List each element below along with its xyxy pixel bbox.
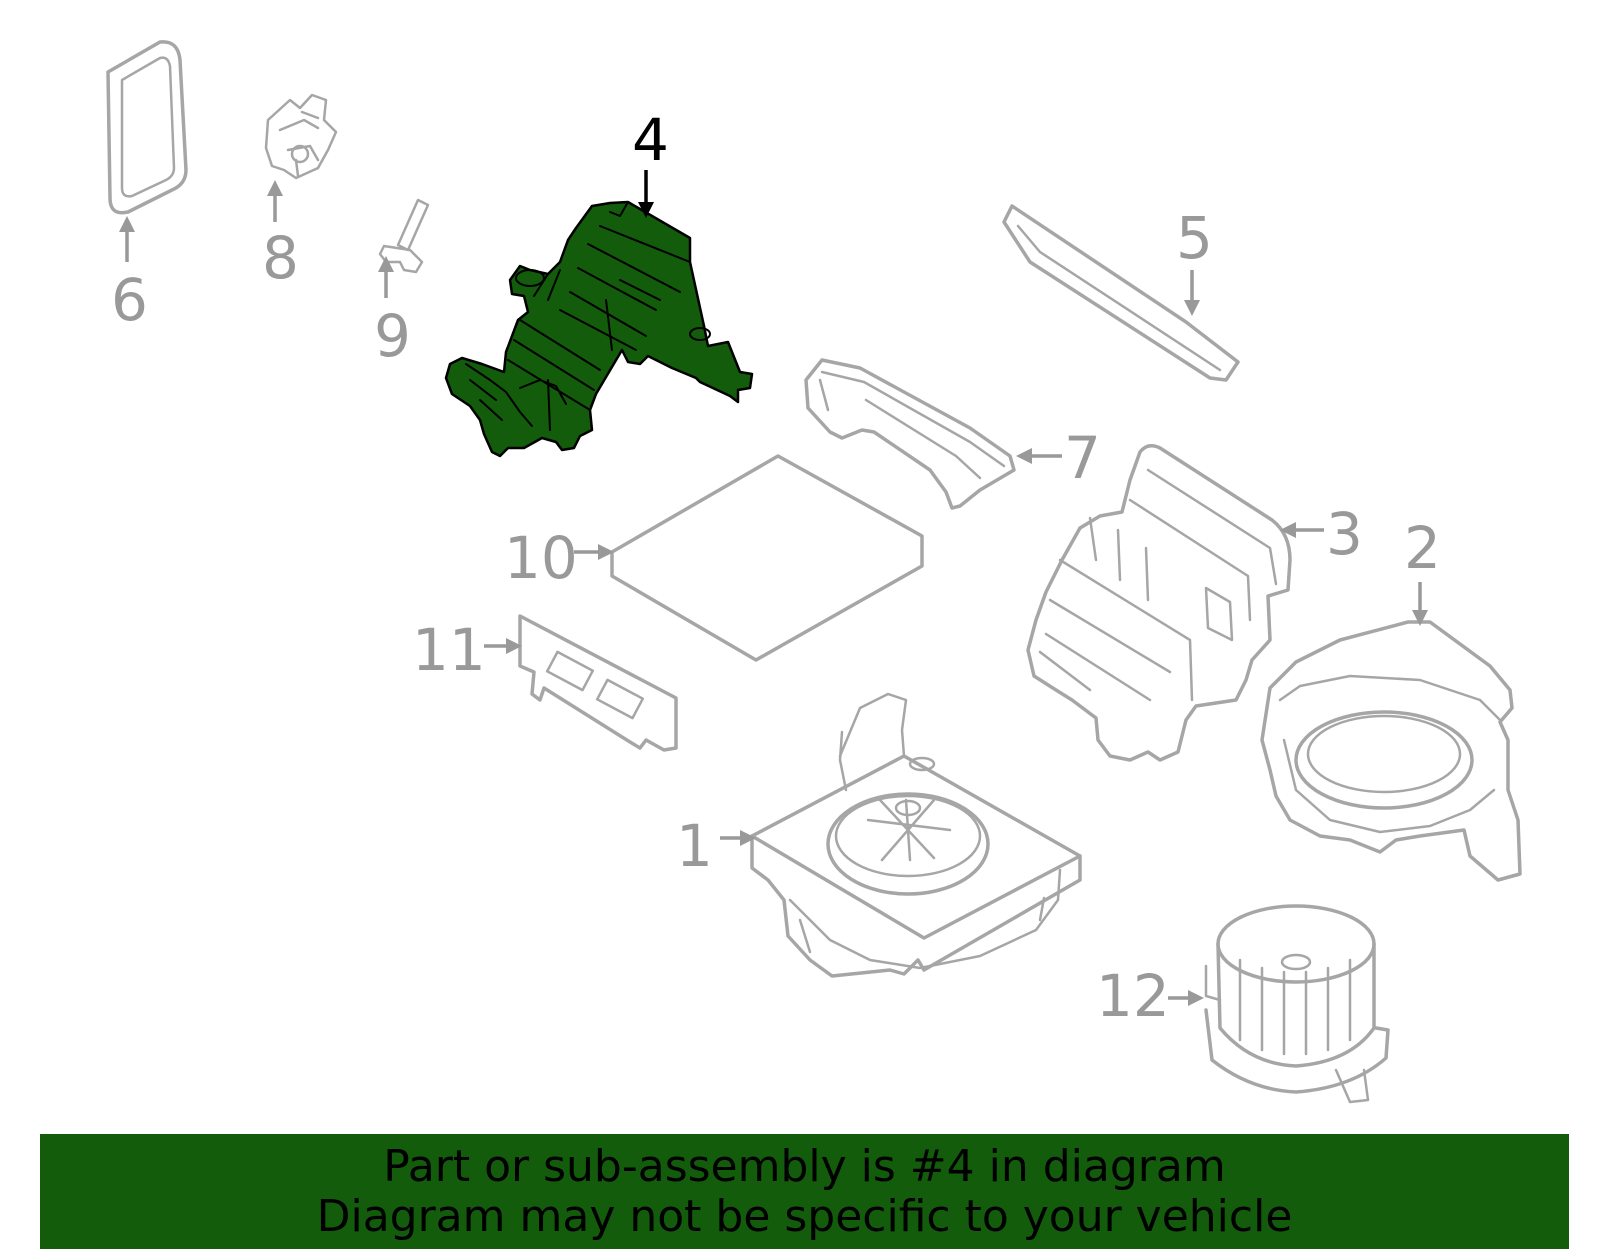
part-4-intake-case xyxy=(444,200,754,458)
part-2-housing xyxy=(1260,620,1522,882)
callout-2: 2 xyxy=(1404,514,1441,582)
callout-12: 12 xyxy=(1096,962,1170,1030)
banner-line-2: Diagram may not be specific to your vehi… xyxy=(316,1190,1293,1242)
callout-arrows xyxy=(119,170,1428,1006)
part-1-blower-assembly xyxy=(750,692,1082,978)
callout-9: 9 xyxy=(374,302,411,370)
part-10-filter xyxy=(610,454,924,662)
callout-7: 7 xyxy=(1064,424,1101,492)
part-5-seal xyxy=(1002,204,1240,382)
callout-5: 5 xyxy=(1176,204,1213,272)
part-8-actuator xyxy=(264,93,338,180)
callout-8: 8 xyxy=(262,224,299,292)
part-12-motor xyxy=(1204,904,1390,1104)
callout-6: 6 xyxy=(111,266,148,334)
callout-labels: 6 8 9 4 5 7 3 2 10 11 1 12 xyxy=(111,106,1441,1030)
callout-10: 10 xyxy=(504,524,578,592)
callout-1: 1 xyxy=(676,812,713,880)
part-9-sensor xyxy=(378,198,430,274)
part-11-door xyxy=(518,614,678,752)
banner-line-1: Part or sub-assembly is #4 in diagram xyxy=(383,1140,1226,1192)
callout-4: 4 xyxy=(632,106,669,174)
part-6-gasket xyxy=(106,40,188,215)
part-3-case xyxy=(1026,444,1292,762)
callout-11: 11 xyxy=(412,616,486,684)
part-7-duct xyxy=(804,358,1016,510)
info-banner: Part or sub-assembly is #4 in diagram Di… xyxy=(40,1134,1569,1249)
callout-3: 3 xyxy=(1326,500,1363,568)
